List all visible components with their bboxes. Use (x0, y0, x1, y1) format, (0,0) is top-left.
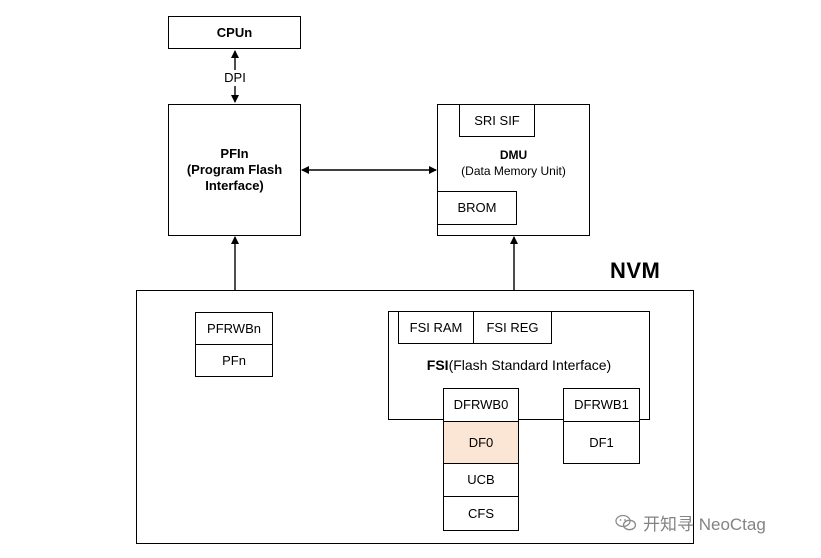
fsi-title-bold: FSI (426, 357, 449, 373)
dmu-subtitle: (Data Memory Unit) (461, 164, 566, 178)
fsi-ram-label: FSI RAM (409, 319, 463, 335)
cpu-box (168, 16, 301, 49)
fsi-ram-box (398, 311, 474, 344)
pf-label: PFn (222, 352, 246, 368)
pfi-box (168, 104, 301, 236)
ucb-label: UCB (467, 472, 495, 487)
dfrwb0-label: DFRWB0 (453, 397, 509, 412)
pfrwb-box (195, 312, 273, 345)
cpu-label: CPUn (216, 24, 253, 40)
df0-box (443, 421, 519, 464)
pfi-text: PFIn (Program Flash Interface) (168, 146, 301, 194)
df1-box (563, 421, 640, 464)
cfs-box (443, 496, 519, 531)
watermark-text: 开知寻 NeoCtag (643, 515, 766, 534)
pfi-title: PFIn (220, 146, 249, 161)
dfrwb1-label: DFRWB1 (574, 397, 629, 412)
dpi-label: DPI (215, 70, 255, 86)
nvm-title: NVM (610, 258, 661, 283)
watermark: 开知寻 NeoCtag (615, 510, 766, 535)
fsi-reg-label: FSI REG (486, 319, 539, 335)
dmu-title: DMU (499, 148, 528, 162)
fsi-title-rest: (Flash Standard Interface) (448, 357, 612, 373)
pf-box (195, 344, 273, 377)
pfrwb-label: PFRWBn (207, 320, 261, 336)
dfrwb1-box (563, 388, 640, 422)
cfs-label: CFS (468, 505, 494, 521)
fsi-reg-box (473, 311, 552, 344)
dmu-text: DMU (Data Memory Unit) (437, 147, 590, 179)
sri-sif-box (459, 104, 535, 137)
wechat-icon (615, 514, 637, 530)
df0-label: DF0 (468, 434, 494, 450)
sri-sif-label: SRI SIF (474, 112, 520, 128)
brom-label: BROM (457, 200, 497, 215)
df1-label: DF1 (589, 434, 614, 450)
fsi-title: FSI(Flash Standard Interface) (388, 356, 650, 374)
pfi-subtitle: (Program Flash Interface) (186, 162, 283, 193)
brom-box (437, 191, 517, 225)
